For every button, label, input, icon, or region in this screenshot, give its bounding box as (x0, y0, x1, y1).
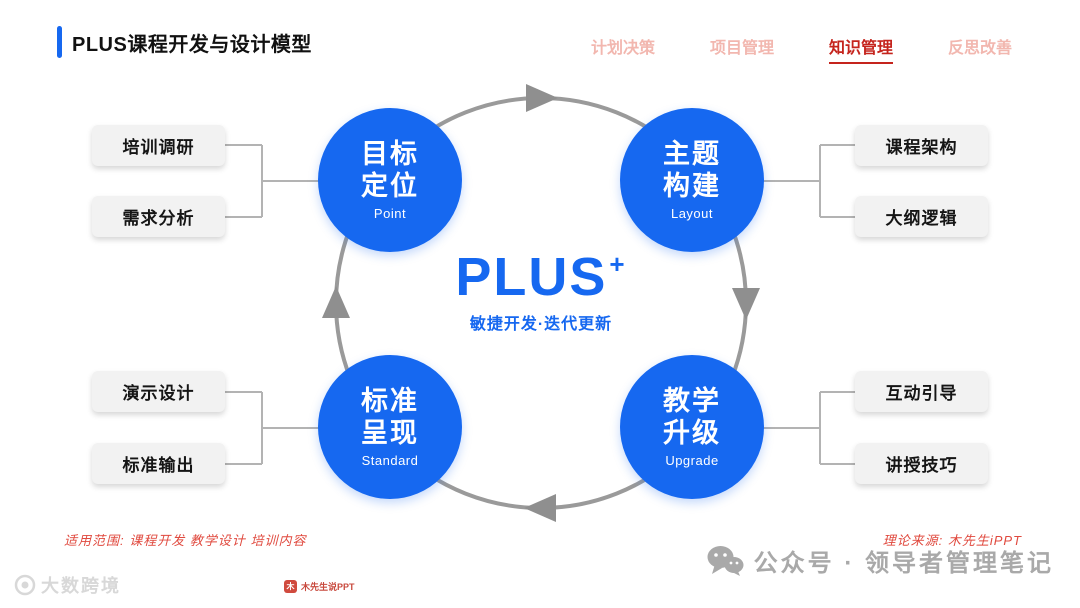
tag-needs-analysis: 需求分析 (92, 196, 225, 237)
tag-interactive-guidance: 互动引导 (855, 371, 988, 412)
node-title-line: 构建 (663, 170, 721, 201)
wechat-icon (707, 545, 744, 576)
node-title-line: 升级 (663, 417, 721, 448)
arrow-left-icon (322, 286, 350, 318)
node-layout: 主题 构建 Layout (620, 108, 764, 252)
mini-brand-logo: 木 木先生说PPT (284, 580, 355, 593)
title-accent-bar (57, 26, 62, 58)
node-title-line: 主题 (663, 138, 721, 169)
center-title-text: PLUS (455, 247, 608, 307)
node-subtitle: Standard (361, 453, 419, 469)
watermark-right-label: 公众号 · 领导者管理笔记 (753, 550, 1054, 577)
watermark-bottom-right: 公众号 · 领导者管理笔记 (706, 543, 1054, 578)
nav-item-knowledge[interactable]: 知识管理 (828, 34, 893, 64)
tag-presentation-design: 演示设计 (92, 371, 225, 412)
watermark-left-label: 大数跨境 (41, 576, 121, 596)
mini-brand-icon: 木 (284, 580, 297, 593)
node-title-line: 标准 (361, 385, 419, 416)
arrow-top-icon (526, 84, 558, 112)
node-title-line: 定位 (361, 170, 419, 201)
tag-course-structure: 课程架构 (855, 125, 988, 166)
center-subtitle: 敏捷开发·迭代更新 (469, 316, 613, 333)
watermark-bottom-left: 大数跨境 (14, 572, 121, 598)
tag-outline-logic: 大纲逻辑 (855, 196, 988, 237)
connector-lines (225, 144, 855, 465)
brand-logo-icon (14, 574, 36, 596)
page-title: PLUS课程开发与设计模型 (72, 33, 312, 56)
node-upgrade: 教学 升级 Upgrade (620, 355, 764, 499)
node-subtitle: Layout (670, 206, 714, 222)
node-subtitle: Point (373, 206, 407, 222)
mini-brand-label: 木先生说PPT (301, 582, 355, 592)
nav-item-plan[interactable]: 计划决策 (590, 40, 655, 57)
node-title-line: 教学 (663, 385, 721, 416)
scope-note: 适用范围: 课程开发 教学设计 培训内容 (64, 533, 307, 548)
header: PLUS课程开发与设计模型 (57, 26, 312, 58)
source-note: 理论来源: 木先生iPPT (882, 533, 1022, 548)
node-standard: 标准 呈现 Standard (318, 355, 462, 499)
node-title-line: 目标 (361, 138, 419, 169)
arrow-right-icon (732, 288, 760, 320)
plus-superscript: + (609, 249, 627, 279)
top-nav: 计划决策 项目管理 知识管理 反思改善 (591, 34, 1012, 64)
center-title: PLUS+ (416, 250, 666, 304)
nav-item-reflect[interactable]: 反思改善 (947, 40, 1012, 57)
tag-teaching-skills: 讲授技巧 (855, 443, 988, 484)
tag-standard-output: 标准输出 (92, 443, 225, 484)
tag-training-research: 培训调研 (92, 125, 225, 166)
node-title-line: 呈现 (361, 417, 419, 448)
node-subtitle: Upgrade (665, 453, 719, 469)
nav-item-project[interactable]: 项目管理 (709, 40, 774, 57)
node-point: 目标 定位 Point (318, 108, 462, 252)
center-block: PLUS+ 敏捷开发·迭代更新 (416, 250, 666, 334)
arrow-bottom-icon (524, 494, 556, 522)
